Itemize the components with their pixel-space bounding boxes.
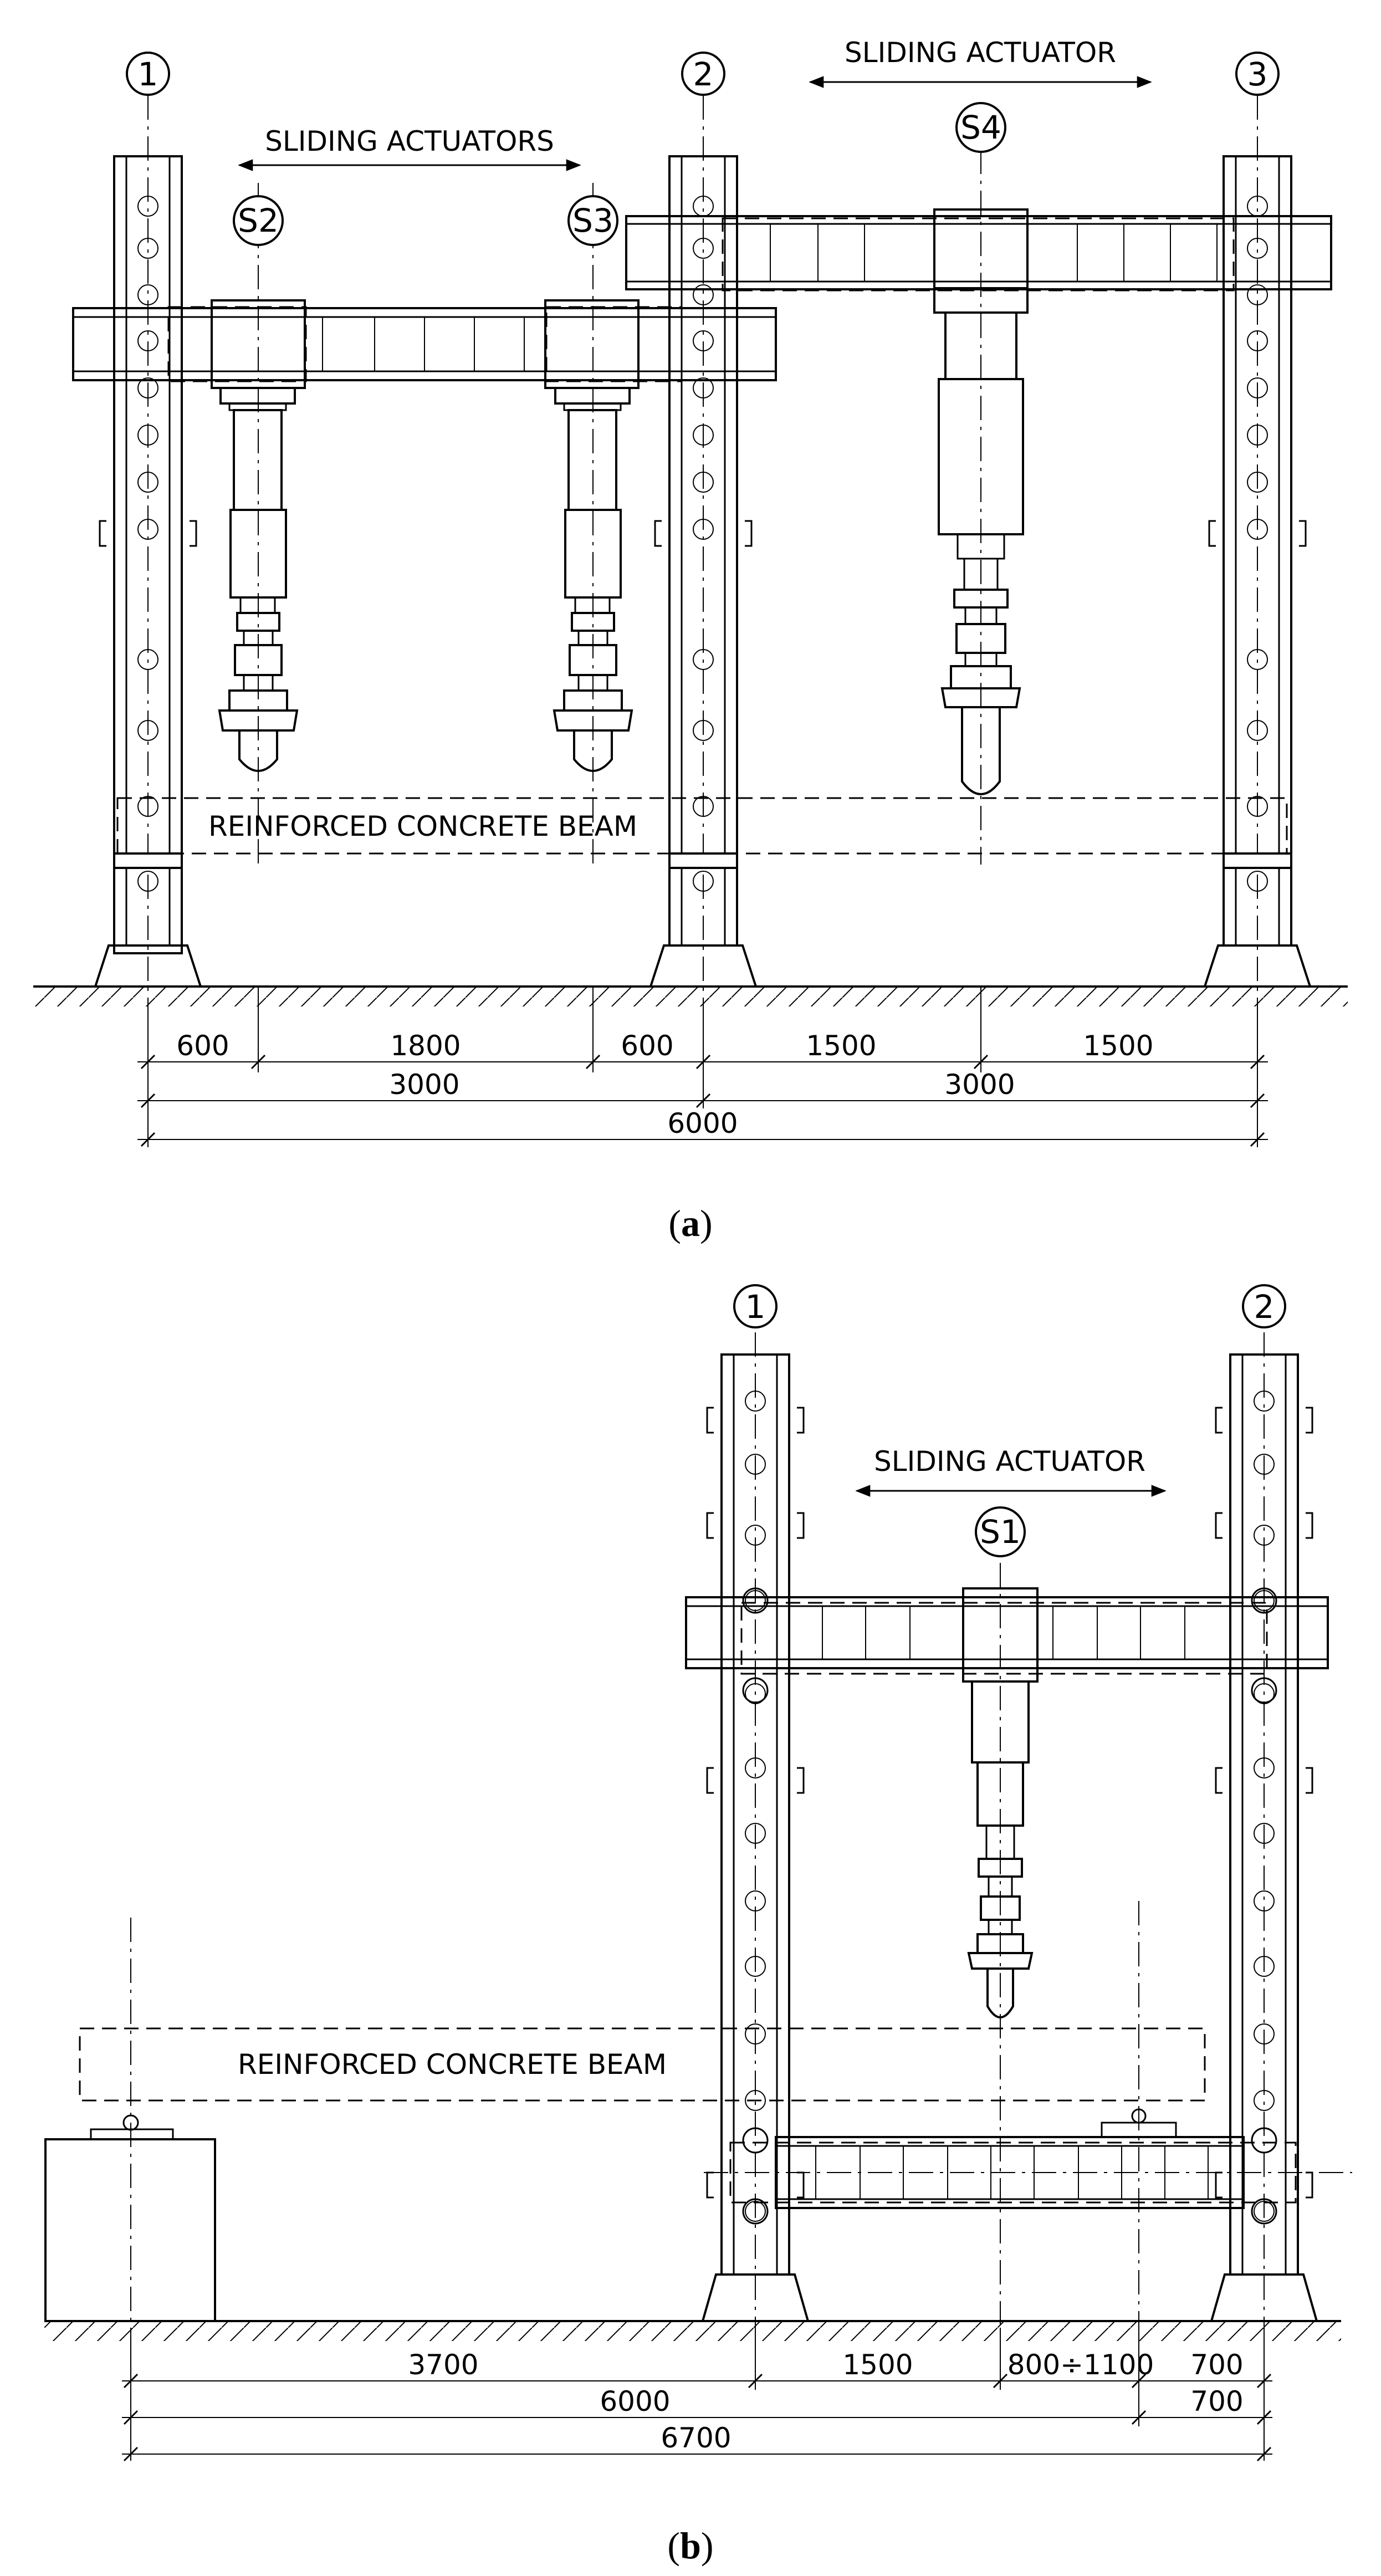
actuator-s1 bbox=[967, 1563, 1034, 2328]
dimension-label: 800÷1100 bbox=[1007, 2349, 1154, 2381]
crossbeam-upper-b bbox=[685, 1587, 1329, 1704]
axis-markers-a: 1 2 3 bbox=[126, 52, 1280, 96]
caption-b: (b) bbox=[667, 2524, 713, 2567]
ground-b bbox=[44, 2320, 1341, 2341]
axis-label: 1 bbox=[138, 55, 158, 93]
actuator-markers-b: S1 bbox=[975, 1506, 1026, 1557]
dimension-label: 1500 bbox=[806, 1030, 876, 1062]
diagram-b: REINFORCED CONCRETE BEAM 1 2 S1 SLIDING … bbox=[44, 1284, 1352, 2567]
column-2-b bbox=[1210, 1291, 1318, 2333]
caption-letter: a bbox=[681, 1202, 700, 1244]
actuator-s2 bbox=[218, 183, 299, 865]
caption-open: ( bbox=[668, 1202, 681, 1244]
caption-close: ) bbox=[701, 2524, 714, 2567]
pedestal-b bbox=[44, 1918, 216, 2328]
dimension-label: 6000 bbox=[667, 1107, 738, 1139]
sliding-actuator-label-b: SLIDING ACTUATOR bbox=[874, 1445, 1145, 1478]
dimension-label: 1800 bbox=[390, 1030, 461, 1062]
actuator-label: S1 bbox=[980, 1513, 1021, 1551]
actuator-s3 bbox=[553, 183, 633, 865]
axis-markers-b: 1 2 bbox=[733, 1284, 1286, 1328]
concrete-beam-a: REINFORCED CONCRETE BEAM bbox=[116, 797, 1288, 855]
actuator-s4 bbox=[933, 150, 1029, 865]
sliding-arrows-a: SLIDING ACTUATORS SLIDING ACTUATOR bbox=[238, 37, 1152, 171]
column-3-a bbox=[1203, 95, 1312, 998]
dimension-label: 3000 bbox=[944, 1069, 1015, 1101]
dimension-label: 700 bbox=[1190, 2385, 1243, 2417]
concrete-beam-b: REINFORCED CONCRETE BEAM bbox=[79, 2027, 1206, 2102]
column-2-a bbox=[649, 95, 758, 998]
crossbeam-right-a bbox=[625, 208, 1332, 314]
axis-label: 3 bbox=[1247, 55, 1268, 93]
column-holes-b bbox=[745, 1391, 1275, 2222]
dimension-label: 600 bbox=[621, 1030, 673, 1062]
axis-label: 1 bbox=[745, 1288, 766, 1326]
dimension-label: 1500 bbox=[1083, 1030, 1153, 1062]
dimension-label: 6000 bbox=[600, 2385, 670, 2417]
svg-text:(a): (a) bbox=[668, 1202, 712, 1244]
axis-label: 2 bbox=[1254, 1288, 1275, 1326]
column-1-a bbox=[94, 95, 202, 998]
column-holes-a bbox=[137, 196, 1268, 892]
sliding-actuators-label: SLIDING ACTUATORS bbox=[265, 125, 554, 157]
dimensions-a: 600 1800 600 1500 1500 3000 3000 6000 bbox=[137, 987, 1268, 1147]
axis-label: 2 bbox=[693, 55, 714, 93]
column-brackets-a bbox=[99, 520, 1307, 547]
beam-label-b: REINFORCED CONCRETE BEAM bbox=[238, 2048, 667, 2081]
actuator-markers-a: S2 S3 S4 bbox=[233, 102, 1006, 246]
dimension-label: 600 bbox=[176, 1030, 229, 1062]
caption-a: (a) bbox=[668, 1202, 712, 1244]
dimension-label: 3700 bbox=[408, 2349, 478, 2381]
svg-text:(b): (b) bbox=[667, 2524, 713, 2567]
dimension-label: 3000 bbox=[389, 1069, 459, 1101]
caption-close: ) bbox=[700, 1202, 713, 1244]
column-1-b bbox=[701, 1291, 810, 2333]
dimension-label: 1500 bbox=[842, 2349, 913, 2381]
actuator-label: S4 bbox=[960, 109, 1001, 146]
caption-letter: b bbox=[680, 2524, 701, 2567]
beam-supports-a bbox=[113, 852, 1292, 869]
dimensions-b: 3700 1500 800÷1100 700 6000 700 6700 bbox=[122, 2328, 1272, 2462]
dimension-label: 700 bbox=[1190, 2349, 1243, 2381]
caption-open: ( bbox=[667, 2524, 680, 2567]
crossbeam-left-a bbox=[72, 299, 777, 389]
dimension-label: 6700 bbox=[661, 2422, 731, 2454]
actuator-label: S2 bbox=[238, 202, 279, 239]
crossbeam-lower-b bbox=[704, 1901, 1352, 2328]
sliding-arrow-b: SLIDING ACTUATOR bbox=[855, 1445, 1167, 1497]
actuator-label: S3 bbox=[572, 202, 613, 239]
diagram-a: REINFORCED CONCRETE BEAM 1 2 3 S2 S3 S4 … bbox=[33, 37, 1348, 1244]
ground-a bbox=[33, 985, 1348, 1006]
sliding-actuator-label: SLIDING ACTUATOR bbox=[845, 37, 1116, 69]
beam-label-a: REINFORCED CONCRETE BEAM bbox=[208, 810, 637, 842]
